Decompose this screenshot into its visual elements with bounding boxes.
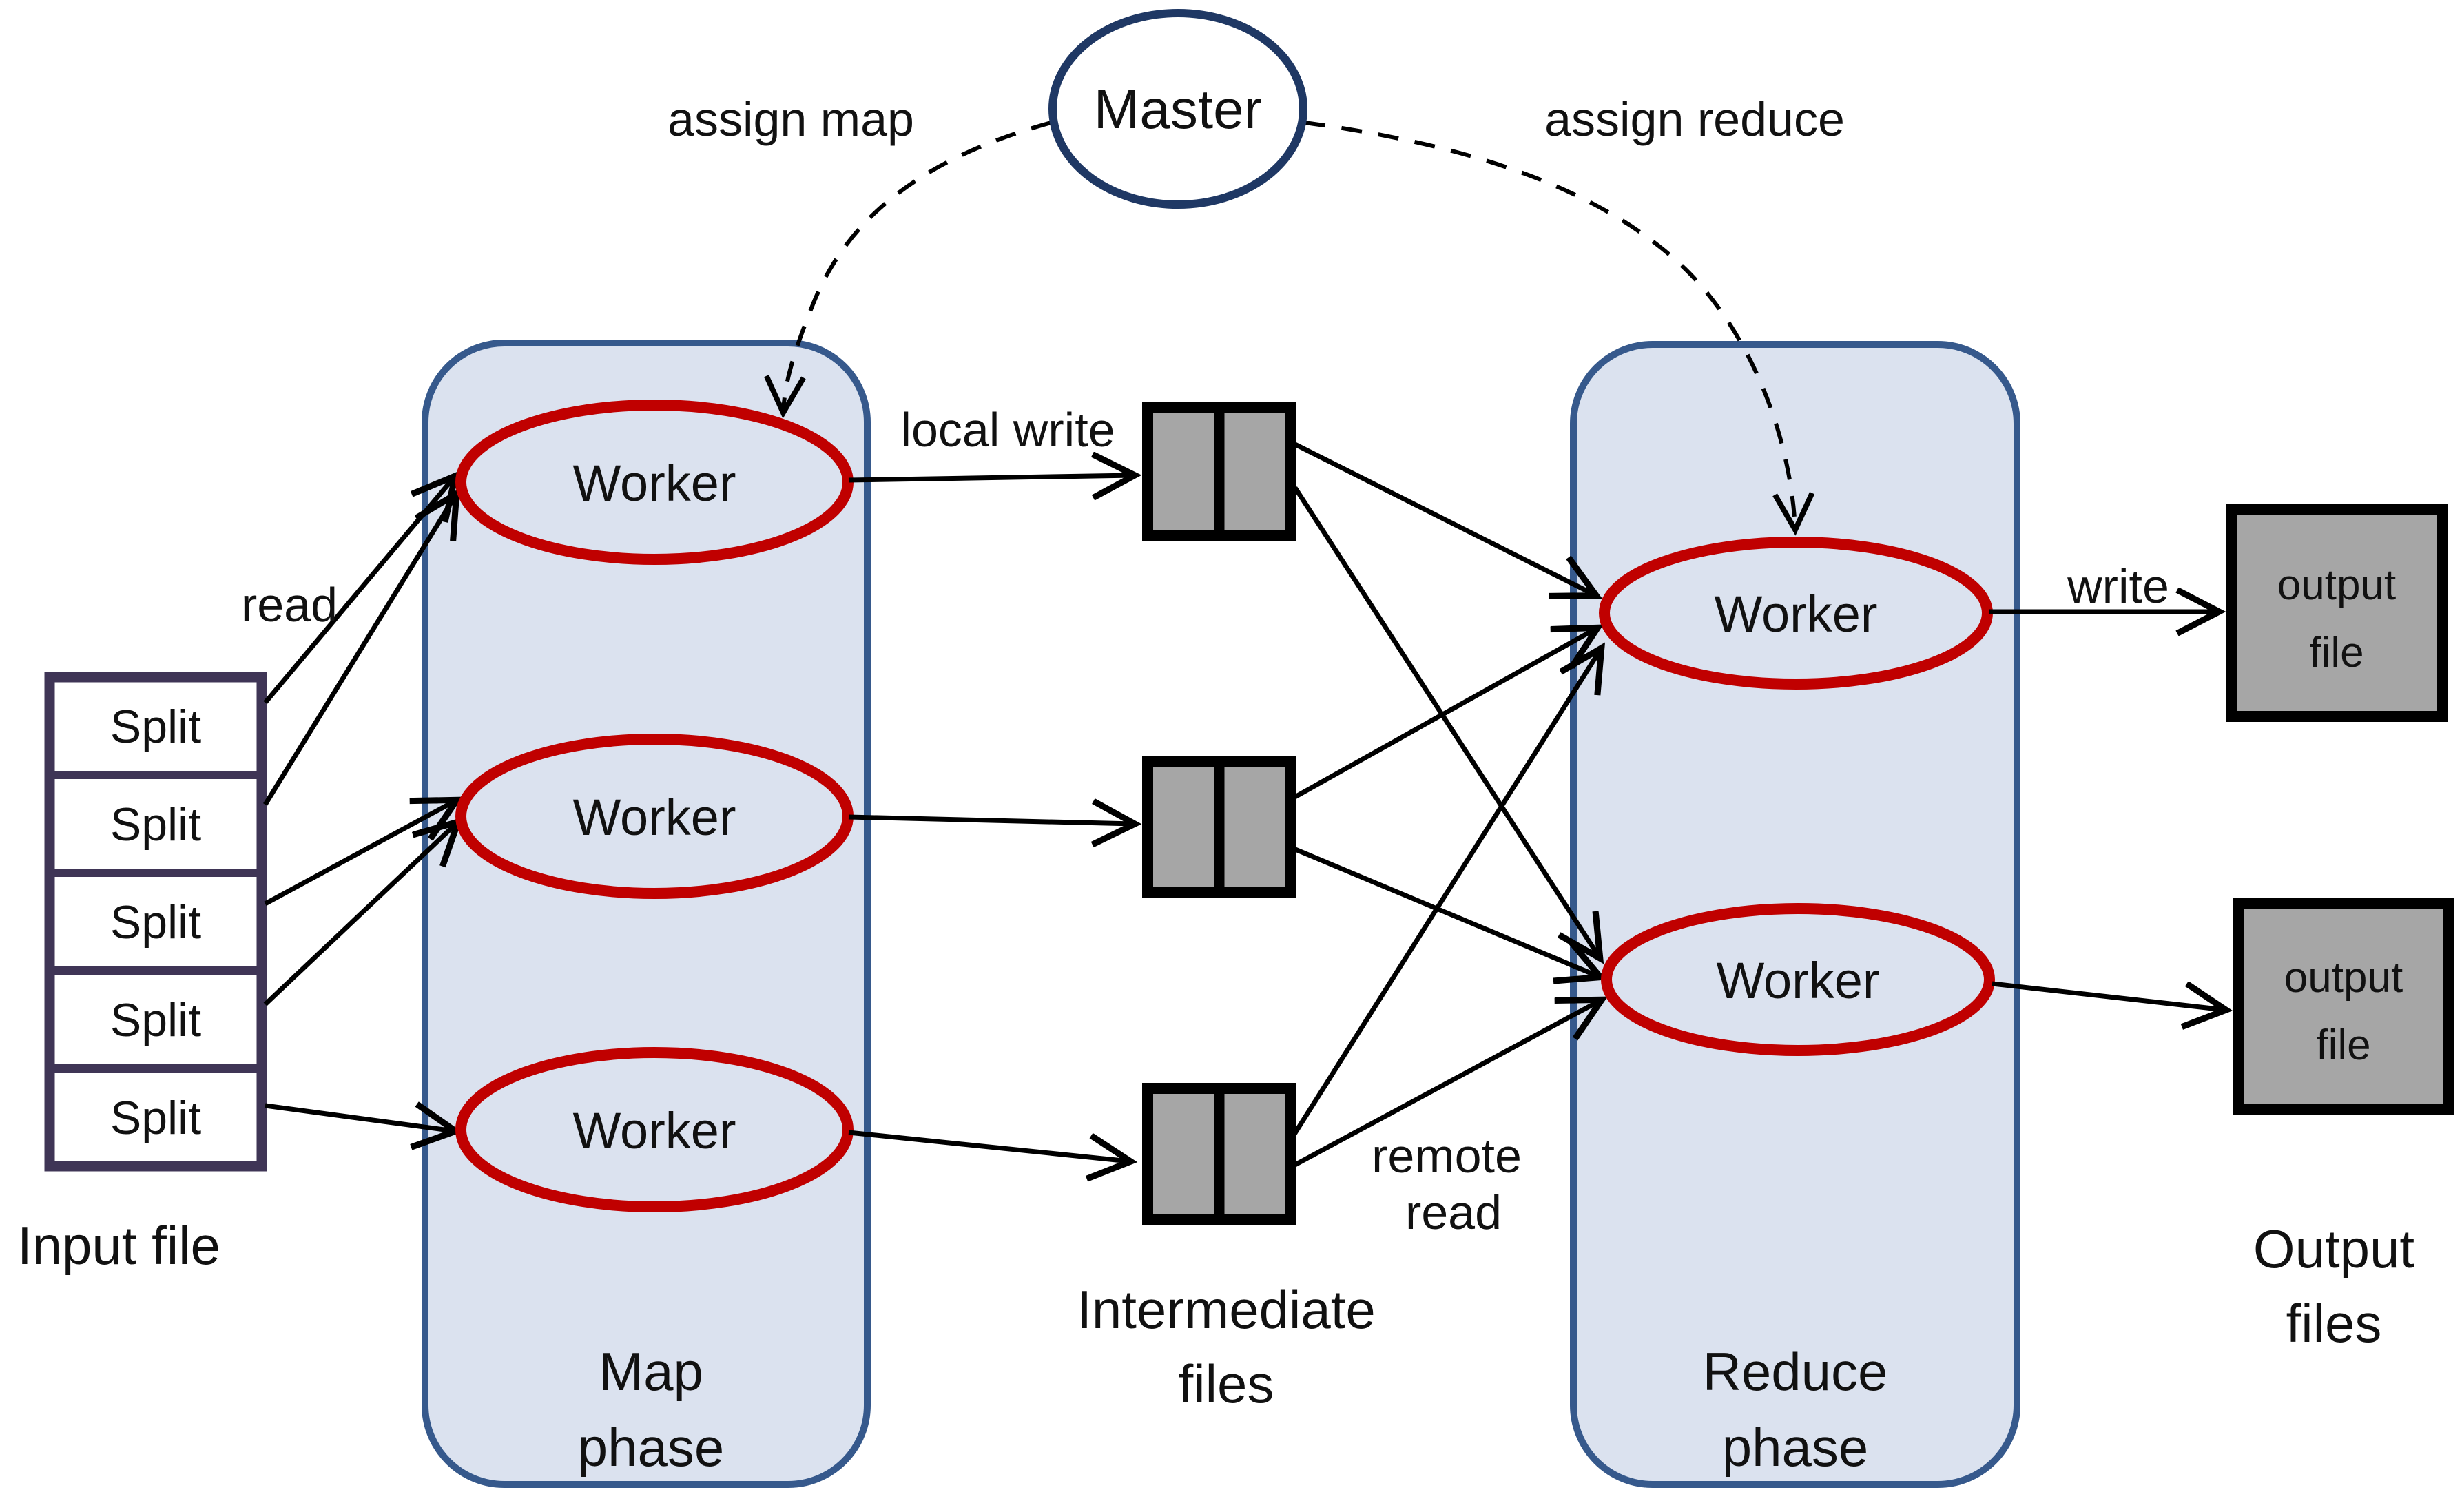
intermediate-file-2 [1142, 756, 1296, 898]
split-label-4: Split [110, 994, 201, 1046]
local-write-label: local write [900, 403, 1115, 457]
intermediate-file-3 [1142, 1083, 1296, 1225]
output-file-2-label-line2: file [2316, 1022, 2370, 1069]
remote-read-arrow-int1-r1 [1294, 442, 1595, 595]
remote-read-arrow-int1-r2 [1293, 486, 1600, 957]
split-label-5: Split [110, 1092, 201, 1144]
output-file-2-box [2233, 898, 2454, 1115]
reduce-phase-label-line2: phase [1722, 1417, 1869, 1478]
local-write-arrow-2 [848, 817, 1134, 824]
assign-reduce-label: assign reduce [1544, 92, 1845, 146]
split-label-2: Split [110, 798, 201, 851]
remote-read-arrow-int3-r2 [1292, 1000, 1601, 1168]
remote-read-arrow-int2-r2 [1292, 846, 1600, 977]
assign-reduce-arrow [1304, 121, 1795, 529]
read-arrow-split4-worker2 [263, 822, 457, 1006]
remote-read-arrow-int2-r1 [1292, 628, 1597, 800]
read-label: read [241, 578, 338, 632]
reduce-phase-label-line1: Reduce [1703, 1341, 1888, 1402]
map-worker-2-ellipse [455, 734, 854, 899]
assign-map-arrow [783, 121, 1052, 412]
remote-read-label-line1: remote [1372, 1129, 1522, 1183]
write-arrow-2 [1992, 984, 2225, 1010]
intermediate-files-label-line1: Intermediate [1077, 1279, 1376, 1340]
intermediate-file-1 [1142, 402, 1296, 541]
remote-read-arrow-int3-r1 [1292, 649, 1601, 1137]
output-files-label-line2: files [2286, 1293, 2382, 1354]
intermediate-files-label-line2: files [1179, 1354, 1274, 1414]
reduce-worker-2-label: Worker [1716, 952, 1879, 1009]
split-label-1: Split [110, 701, 201, 753]
reduce-worker-1-ellipse [1599, 537, 1993, 690]
output-file-1-label-line2: file [2309, 629, 2363, 676]
read-arrow-split2-worker1 [263, 495, 456, 806]
local-write-arrow-1 [848, 475, 1134, 480]
output-files-label-line1: Output [2253, 1219, 2414, 1279]
remote-read-label-line2: read [1405, 1185, 1502, 1239]
reduce-worker-1-label: Worker [1714, 586, 1877, 643]
map-worker-1-ellipse [455, 400, 854, 565]
map-phase-label-line1: Map [599, 1341, 703, 1402]
map-worker-3-ellipse [455, 1047, 854, 1212]
local-write-arrow-3 [848, 1130, 1130, 1161]
input-split-stack [44, 672, 267, 1172]
read-arrow-split5-worker3 [265, 1106, 455, 1131]
output-file-1-box [2226, 504, 2448, 722]
map-worker-3-label: Worker [572, 1102, 736, 1159]
reduce-worker-2-ellipse [1601, 903, 1995, 1056]
input-file-label: Input file [17, 1215, 220, 1276]
assign-map-label: assign map [668, 92, 914, 146]
master-label: Master [1094, 79, 1263, 140]
map-worker-2-label: Worker [572, 789, 736, 846]
master-ellipse [1048, 9, 1307, 209]
map-worker-1-label: Worker [572, 455, 736, 512]
write-label: write [2067, 559, 2169, 613]
output-file-1-label-line1: output [2277, 561, 2396, 609]
map-phase-label-line2: phase [578, 1417, 725, 1478]
output-file-2-label-line1: output [2284, 954, 2403, 1002]
split-label-3: Split [110, 896, 201, 949]
